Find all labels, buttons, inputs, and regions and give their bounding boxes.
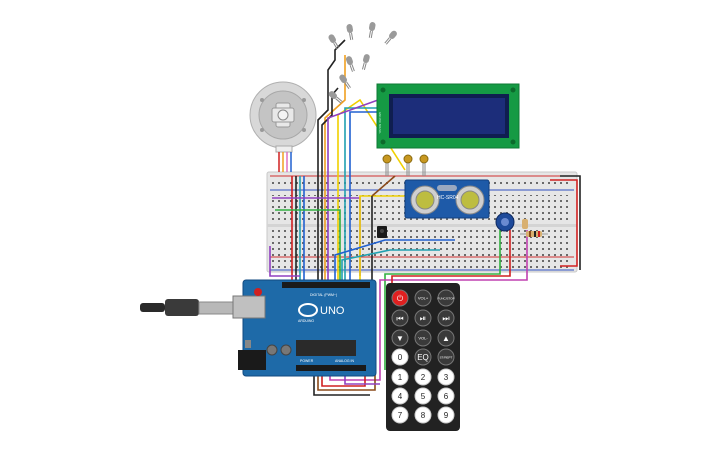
lcd-pin-label: GND VCC SDA SCL [378, 112, 381, 134]
remote-button[interactable]: FUNC/STOP [437, 289, 455, 307]
remote-button[interactable]: ⏻ [391, 289, 409, 307]
arduino-brand-label: ARDUINO [298, 319, 314, 323]
remote-button-label: VOL- [418, 336, 428, 341]
wire-teal [344, 107, 378, 282]
wire-teal [341, 249, 440, 282]
remote-button-label: 2 [421, 373, 426, 382]
photoresistor [419, 154, 429, 176]
remote-button[interactable]: VOL+ [414, 289, 432, 307]
remote-button-label: ⏮ [396, 314, 403, 323]
led [361, 54, 370, 71]
remote-button[interactable]: VOL- [414, 329, 432, 347]
remote-button-label: 0 [398, 353, 403, 362]
remote-button[interactable]: 2 [414, 368, 432, 386]
led [328, 34, 340, 50]
remote-button[interactable]: 9 [437, 406, 455, 424]
remote-button[interactable]: ⏮ [391, 309, 409, 327]
remote-button[interactable]: EQ [414, 348, 432, 366]
resistor[interactable] [520, 231, 548, 237]
remote-button[interactable]: 4 [391, 387, 409, 405]
wire-black [313, 370, 370, 396]
arduino-power-label: POWER [300, 359, 314, 363]
led [328, 91, 343, 104]
remote-button-label: 4 [398, 392, 403, 401]
led-strip[interactable] [327, 22, 398, 105]
remote-button[interactable]: 0 [391, 348, 409, 366]
photoresistors[interactable] [382, 154, 429, 176]
remote-button-label: 1 [398, 373, 403, 382]
led [368, 22, 376, 39]
arduino-model-label: UNO [320, 305, 345, 317]
wire-purple [327, 99, 379, 282]
remote-button[interactable]: 6 [437, 387, 455, 405]
lcd-display[interactable]: GND VCC SDA SCL [376, 83, 520, 149]
small-resistor[interactable] [522, 219, 528, 229]
arduino-uno[interactable]: UNO ARDUINO DIGITAL (PWM~) POWER ANALOG … [232, 279, 377, 377]
usb-cable [140, 299, 246, 316]
stepper-motor[interactable] [249, 81, 317, 172]
remote-button-label: VOL+ [418, 296, 429, 301]
led [345, 56, 355, 72]
wire-black [560, 175, 581, 270]
remote-button[interactable]: ⏭ [437, 309, 455, 327]
wire-blue [334, 239, 455, 282]
remote-button-label: ⏻ [397, 294, 404, 303]
ir-receiver[interactable] [377, 226, 387, 238]
remote-button[interactable]: ▲ [437, 329, 455, 347]
remote-button-label: 8 [421, 411, 426, 420]
remote-button[interactable]: 7 [391, 406, 409, 424]
remote-button[interactable]: 3 [437, 368, 455, 386]
remote-button[interactable]: ▼ [391, 329, 409, 347]
wire-brown [371, 175, 396, 197]
wire-black [317, 39, 346, 282]
potentiometer[interactable] [495, 212, 515, 232]
remote-button[interactable]: ⏯ [414, 309, 432, 327]
sensor-model-label: HC-SR04 [437, 195, 459, 201]
remote-button-label: ⏯ [420, 314, 426, 323]
led [384, 30, 397, 45]
arduino-digital-label: DIGITAL (PWM~) [310, 293, 337, 297]
remote-button[interactable]: 1 [391, 368, 409, 386]
wire-yellow [359, 195, 420, 282]
remote-button[interactable]: ST/REPT [437, 348, 455, 366]
photoresistor [403, 154, 413, 176]
remote-button-label: ⏭ [442, 314, 449, 323]
remote-button-label: 7 [398, 411, 403, 420]
remote-button-label: FUNC/STOP [437, 297, 454, 301]
remote-button-label: 9 [444, 411, 449, 420]
remote-button-label: EQ [417, 353, 429, 362]
remote-button-label: ▼ [396, 334, 404, 343]
wire-green [275, 209, 341, 282]
remote-button[interactable]: 5 [414, 387, 432, 405]
remote-button-label: ST/REPT [440, 356, 453, 360]
wire-magenta [329, 230, 528, 381]
arduino-analog-label: ANALOG IN [335, 359, 355, 363]
photoresistor [382, 154, 392, 176]
led [339, 74, 351, 90]
wire-red [550, 179, 578, 267]
remote-button-label: ▲ [442, 334, 450, 343]
wire-purple [269, 246, 300, 277]
remote-button-label: 3 [444, 373, 449, 382]
remote-button-label: 5 [421, 392, 426, 401]
ultrasonic-sensor[interactable]: HC-SR04 [404, 179, 490, 219]
wire-blue [349, 111, 378, 282]
remote-button[interactable]: 8 [414, 406, 432, 424]
remote-button-label: 6 [444, 392, 449, 401]
ir-remote[interactable]: ⏻ VOL+ FUNC/STOP ⏮ ⏯ ⏭ ▼ VOL- ▲ 0 EQ ST/REPT 1 2 3 4 5 6 7… [386, 283, 460, 431]
wire-green [384, 230, 501, 370]
led [346, 24, 354, 41]
